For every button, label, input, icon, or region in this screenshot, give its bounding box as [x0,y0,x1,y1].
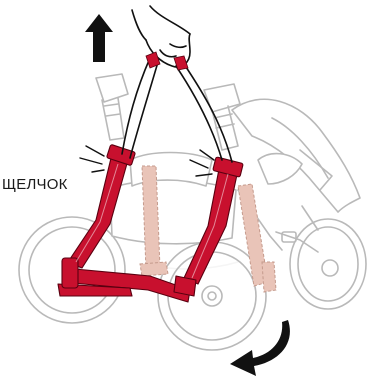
hand-with-strap [122,6,232,162]
left-handle [96,74,128,140]
carry-strap [122,58,150,154]
click-label: ЩЕЛЧОК [2,176,68,193]
front-right-wheel [290,219,366,309]
right-handle [204,84,240,150]
stroller-outline [19,74,366,350]
arrow-up-icon [85,14,113,62]
